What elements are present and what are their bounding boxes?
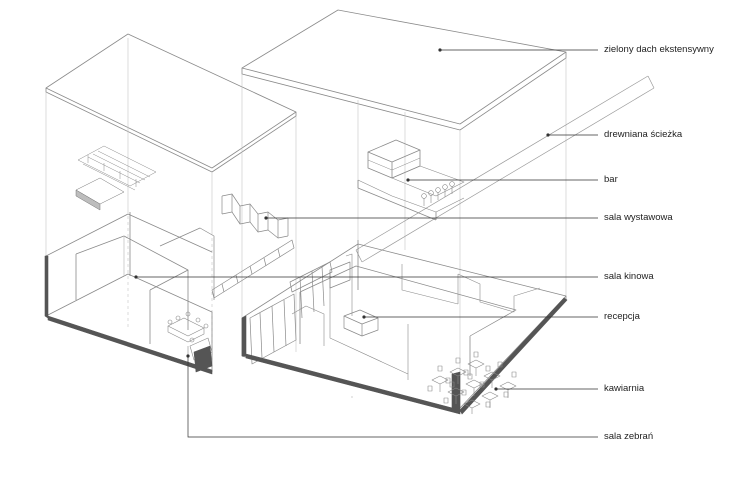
label-bar: bar [604,174,618,185]
entrance-glazing [249,261,333,365]
leader-meeting-room [187,356,598,438]
wooden-path [355,75,655,263]
meeting-room-furniture [167,311,213,373]
label-cinema-hall: sala kinowa [604,271,654,282]
label-cafe: kawiarnia [604,383,645,394]
reception-desk [343,309,379,337]
left-ground-floor [45,212,215,373]
cafe-tables [427,351,517,414]
label-exhibition-hall: sala wystawowa [604,212,673,223]
leader-dot-bar [406,178,410,182]
exhibition-partitions [221,193,289,239]
label-meeting-room: sala zebrań [604,431,654,442]
left-cut-walls [44,255,213,375]
right-block-ghost-lines [241,58,567,408]
green-roof-slab [241,9,567,131]
leader-dot-wooden-path [546,133,550,137]
leader-dot-exhibition-hall [264,216,268,220]
label-reception: recepcja [604,311,640,322]
leader-dot-cafe [494,387,498,391]
left-block-ghost-lines [45,38,297,360]
callout-leaders [134,48,598,438]
leader-dot-cinema-hall [134,275,138,279]
leader-dot-green-roof [438,48,442,52]
left-roof-slab [45,33,297,173]
right-ground-floor [241,240,567,413]
label-wooden-path: drewniana ścieżka [604,129,683,140]
exhibition-vitrine [211,239,295,299]
cinema-seating-upper [75,145,157,211]
right-cut-walls [241,297,568,415]
bar-stools [421,181,455,206]
leader-dot-meeting-room [186,354,190,358]
label-green-roof: zielony dach ekstensywny [604,44,714,55]
leader-dot-reception [362,315,366,319]
cinema-foyer-panel [329,261,351,289]
bar-pavilion [357,139,465,221]
